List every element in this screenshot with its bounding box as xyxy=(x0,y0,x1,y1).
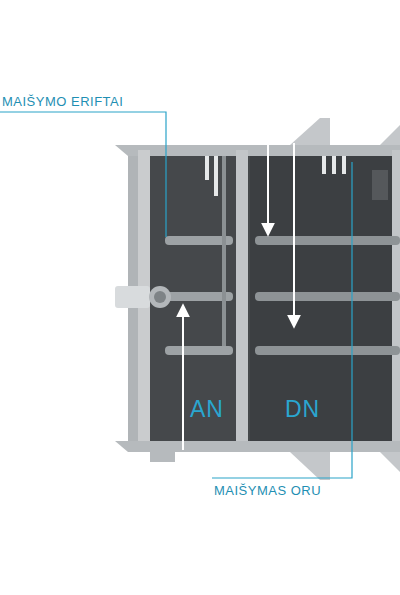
callout-label: MAIŠYMAS ORU xyxy=(214,484,321,497)
zone-label: AN xyxy=(190,398,224,421)
zone-label: DN xyxy=(285,398,320,421)
callout-label: MAIŠYMO ERIFTAI xyxy=(2,95,123,108)
